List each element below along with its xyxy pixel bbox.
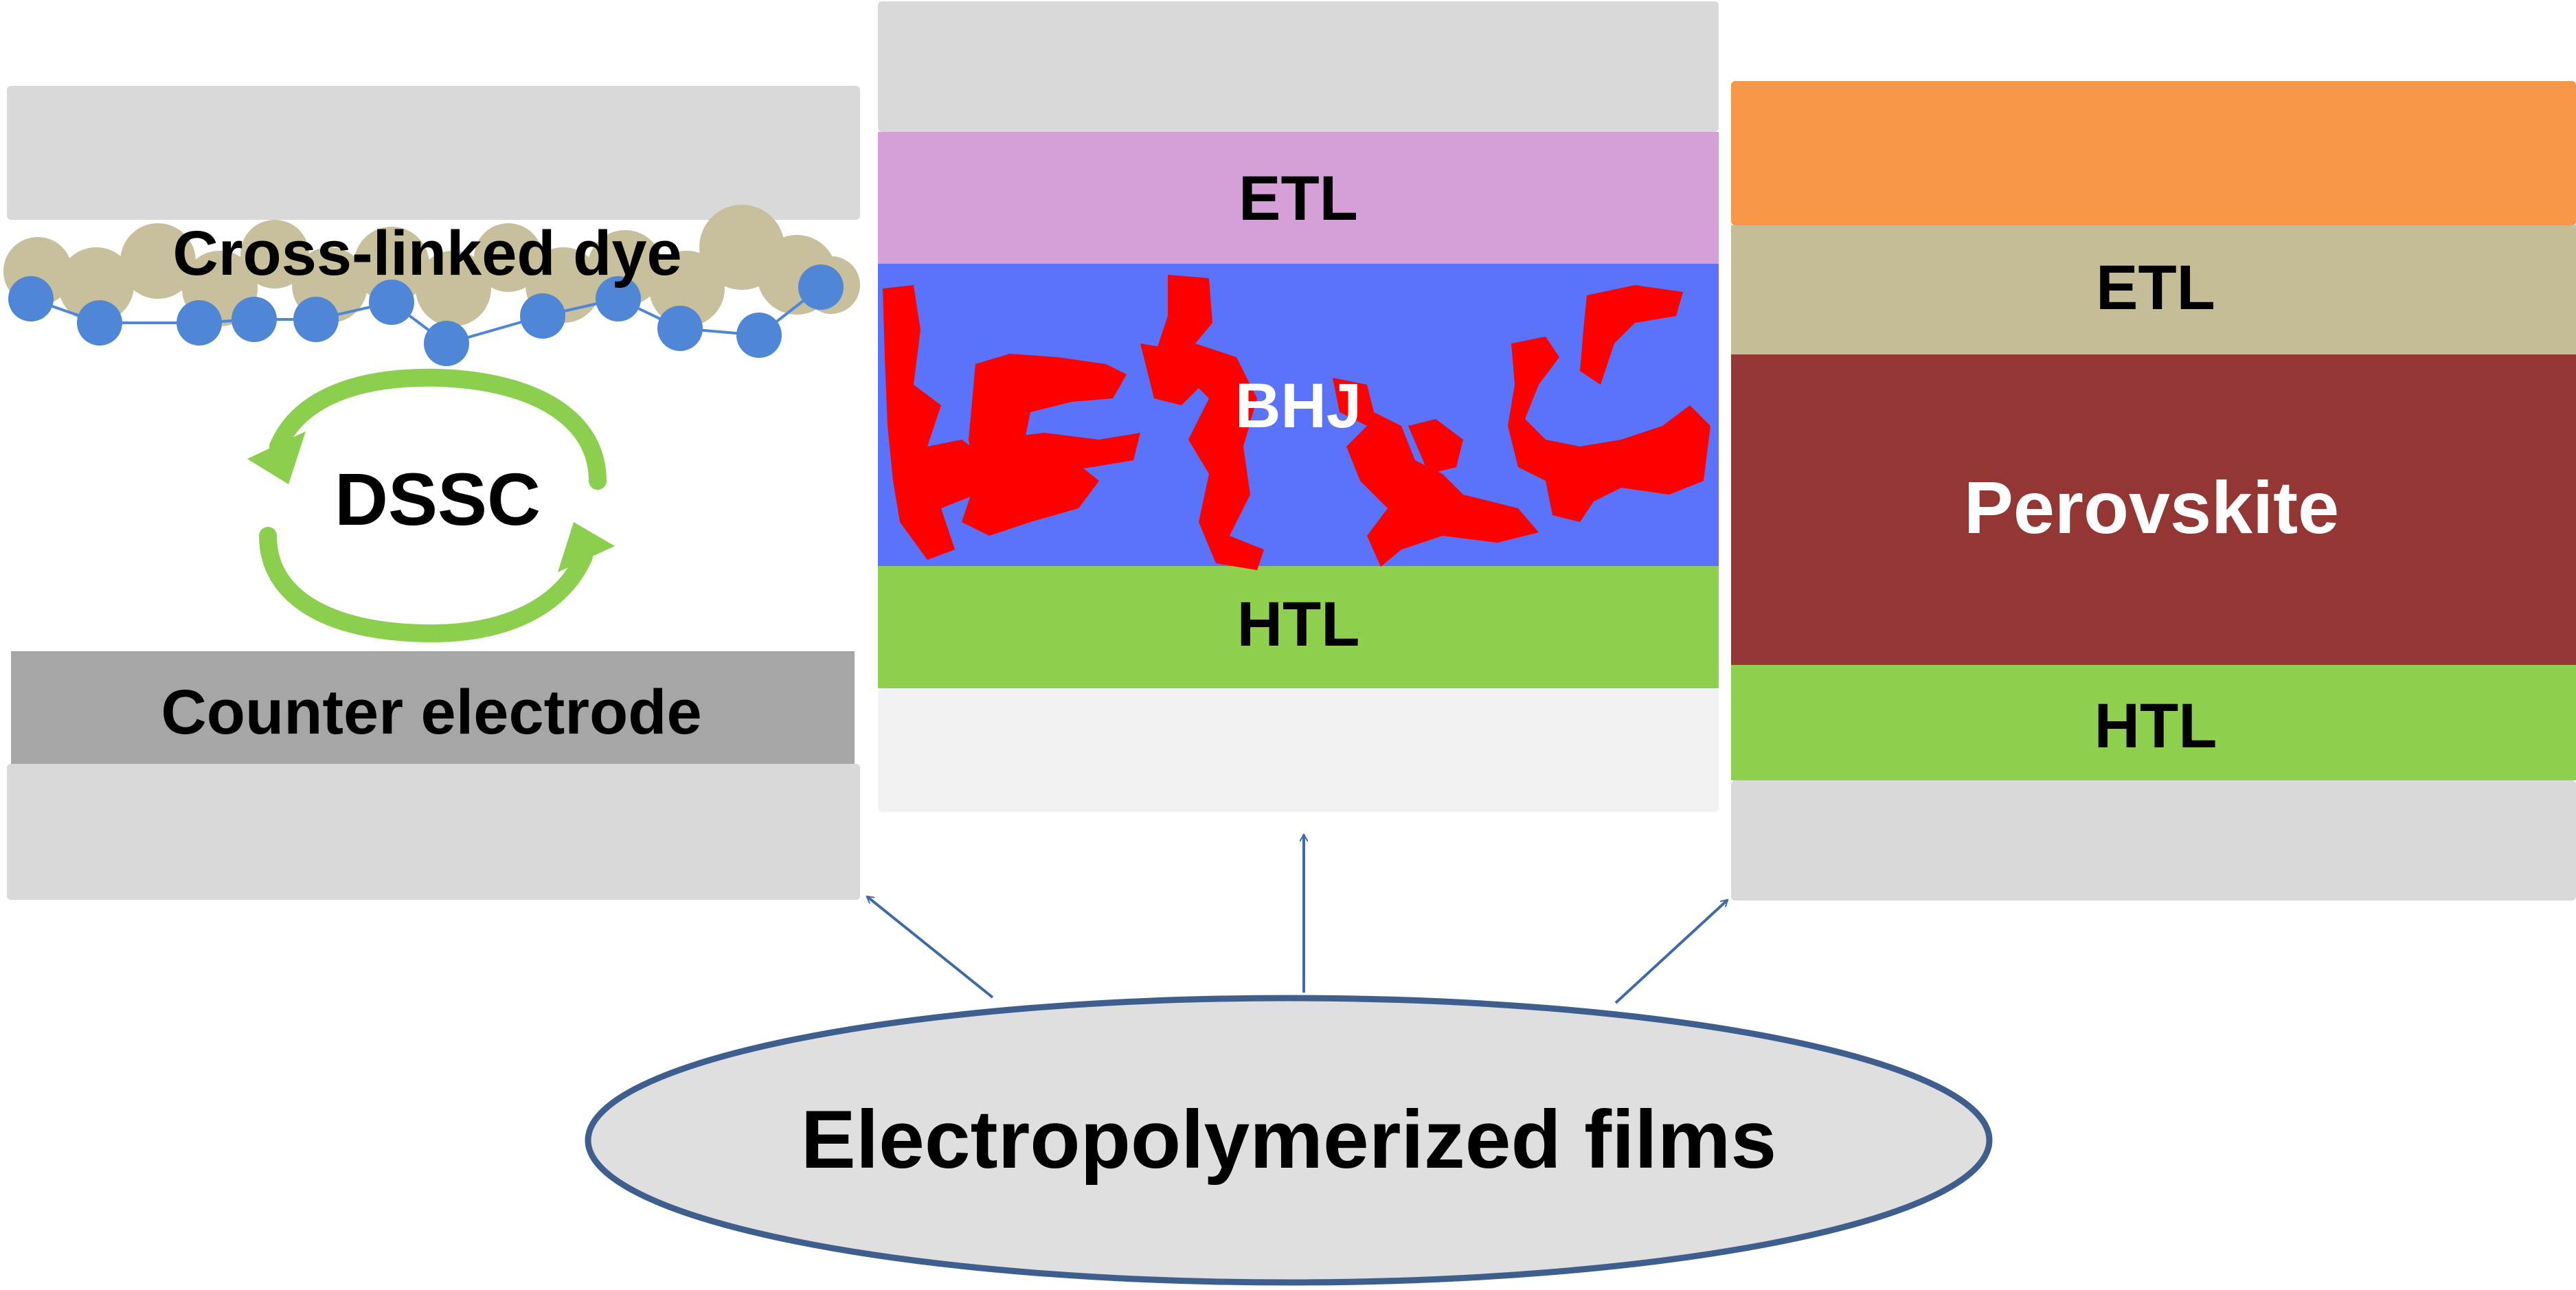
bhj-donor-domains xyxy=(883,275,1710,570)
donor-domain xyxy=(883,285,989,560)
source-label: Electropolymerized films xyxy=(801,1094,1776,1186)
dye-node xyxy=(736,313,782,358)
arrow-to-perovskite xyxy=(1614,898,1728,1004)
counter-electrode-layer xyxy=(11,651,855,764)
electropolymerized-source: Electropolymerized films xyxy=(585,995,1993,1286)
donor-domain xyxy=(1580,285,1683,385)
dye-node xyxy=(657,306,703,351)
dye-particle xyxy=(474,223,543,292)
cycle-arrow-top-head xyxy=(247,431,306,484)
perovskite-absorber-label: Perovskite xyxy=(1964,466,2339,549)
bhj-active-label: BHJ xyxy=(1235,371,1362,441)
donor-domain xyxy=(989,433,1140,481)
dye-particle xyxy=(416,251,491,326)
perovskite-htl-label: HTL xyxy=(2094,691,2217,761)
dssc-label: DSSC xyxy=(335,457,541,541)
perovskite-htl-layer xyxy=(1731,665,2576,780)
donor-domain xyxy=(1140,343,1202,405)
dye-particle xyxy=(58,247,134,323)
dssc-cycle-arrows xyxy=(247,368,615,643)
perovskite-panel: ETL Perovskite HTL xyxy=(1731,81,2576,901)
bhj-htl-layer xyxy=(878,566,1719,688)
donor-domain xyxy=(1508,337,1710,522)
cycle-arrow-bottom xyxy=(259,527,593,643)
connector-arrows xyxy=(867,835,1728,1004)
dye-node xyxy=(424,321,469,366)
arrow-to-dssc xyxy=(867,895,994,999)
donor-domain xyxy=(962,354,1127,536)
dye-particle xyxy=(120,223,196,299)
bhj-htl-label: HTL xyxy=(1237,589,1360,659)
dye-node xyxy=(520,293,565,339)
dye-node xyxy=(369,280,414,325)
dye-node xyxy=(798,264,844,310)
dye-node xyxy=(231,297,277,342)
dye-node xyxy=(177,300,222,346)
dye-node xyxy=(293,297,339,342)
bhj-panel: ETL BHJ HTL xyxy=(878,1,1719,812)
bhj-top-substrate xyxy=(878,1,1719,132)
source-ellipse xyxy=(585,995,1993,1286)
dye-particle xyxy=(354,227,429,302)
perovskite-bottom-substrate xyxy=(1731,780,2576,901)
donor-domain xyxy=(1408,419,1463,474)
dssc-top-substrate xyxy=(7,86,860,220)
dye-node xyxy=(8,276,54,321)
perovskite-top-layer xyxy=(1731,81,2576,225)
donor-domain xyxy=(1154,275,1264,570)
dye-particle xyxy=(240,220,309,288)
cross-linked-dye-label: Cross-linked dye xyxy=(172,218,681,288)
dye-node xyxy=(596,276,641,321)
dssc-bottom-substrate xyxy=(7,764,860,900)
perovskite-etl-label: ETL xyxy=(2096,253,2215,323)
bhj-bottom-substrate xyxy=(878,688,1719,812)
bhj-etl-label: ETL xyxy=(1239,163,1358,234)
perovskite-absorber-layer xyxy=(1731,354,2576,665)
dye-node xyxy=(77,300,122,346)
counter-electrode-label: Counter electrode xyxy=(161,677,701,747)
bhj-etl-layer xyxy=(878,132,1719,264)
cycle-arrow-bottom-head xyxy=(558,522,615,572)
dssc-panel: Cross-linked dye DSSC Counter electrode xyxy=(3,86,860,900)
dye-nodes xyxy=(8,264,844,366)
cycle-arrow-top xyxy=(269,368,607,490)
perovskite-etl-layer xyxy=(1731,225,2576,354)
